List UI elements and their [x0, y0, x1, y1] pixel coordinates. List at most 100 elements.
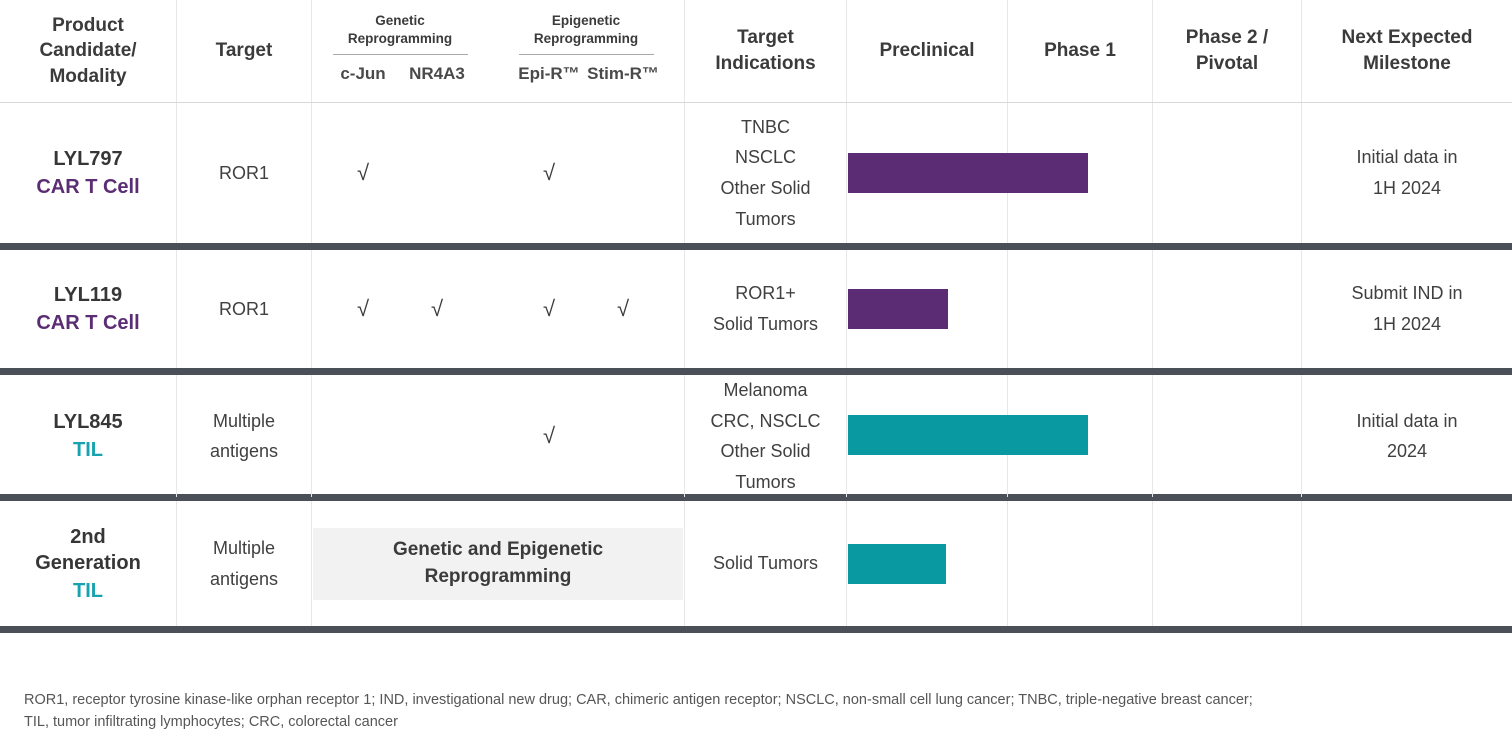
milestone-cell: Initial data in 2024: [1302, 375, 1512, 497]
indications-cell: ROR1+ Solid Tumors: [685, 250, 847, 368]
header-phase1-label: Phase 1: [1044, 40, 1116, 62]
phase2-cell: [1153, 250, 1302, 368]
product-name: LYL119: [53, 284, 123, 306]
subcol-epi-r: Epi-R™: [518, 64, 580, 84]
header-reprogramming-group: Genetic Reprogramming c-Jun NR4A3 Epigen…: [312, 0, 685, 102]
reprogramming-note-cell: Genetic and Epigenetic Reprogramming: [312, 501, 685, 626]
target-cell: ROR1: [177, 250, 312, 368]
header-phase2-label: Phase 2 / Pivotal: [1185, 27, 1269, 74]
phase2-cell: [1153, 375, 1302, 498]
target-cell: Multiple antigens: [177, 375, 312, 498]
pipeline-table: Product Candidate/ Modality Target Genet…: [0, 0, 1512, 633]
header-phase2: Phase 2 / Pivotal: [1153, 0, 1302, 102]
header-milestone-label: Next Expected Milestone: [1341, 27, 1473, 74]
epigenetic-subcolumns: Epi-R™ Stim-R™: [512, 64, 660, 84]
target-cell: ROR1: [177, 103, 312, 243]
phase2-cell: [1153, 103, 1302, 243]
subcol-nr4a3: NR4A3: [409, 64, 465, 84]
genetic-checks: √: [326, 160, 474, 186]
epigenetic-underline: [518, 54, 654, 56]
indications-cell: TNBC NSCLC Other Solid Tumors: [685, 103, 847, 243]
product-modality: CAR T Cell: [36, 176, 140, 198]
check-stim-r: [586, 160, 660, 186]
check-epi-r: √: [542, 423, 556, 449]
indications-cell: Melanoma CRC, NSCLC Other Solid Tumors: [685, 375, 847, 498]
pipeline-row-2nd-gen-til: 2nd Generation TIL Multiple antigens Gen…: [0, 501, 1512, 633]
progress-bar: [848, 289, 948, 329]
progress-bar: [848, 414, 1088, 455]
indications-value: TNBC NSCLC Other Solid Tumors: [720, 116, 811, 229]
indications-cell: Solid Tumors: [685, 501, 847, 626]
pipeline-row-lyl119: LYL119 CAR T Cell ROR1 √ √ √ √ ROR1+ Sol…: [0, 250, 1512, 375]
check-stim-r: √: [616, 296, 630, 321]
product-name: LYL797: [53, 148, 123, 170]
product-name: 2nd Generation: [35, 525, 141, 574]
epigenetic-reprogramming-label: Epigenetic Reprogramming: [533, 13, 639, 46]
genetic-underline: [332, 54, 468, 56]
target-value: ROR1: [218, 298, 269, 319]
preclinical-cell: [847, 250, 1008, 368]
genetic-checks: √ √: [326, 296, 474, 322]
pipeline-row-lyl797: LYL797 CAR T Cell ROR1 √ √ TNBC NSCLC Ot…: [0, 103, 1512, 250]
header-preclinical-label: Preclinical: [879, 40, 975, 62]
milestone-value: Initial data in 1H 2024: [1356, 147, 1458, 198]
phase1-cell: [1008, 375, 1153, 498]
genetic-reprogramming-label: Genetic Reprogramming: [347, 13, 453, 46]
milestone-cell: Initial data in 1H 2024: [1302, 103, 1512, 243]
header-milestone: Next Expected Milestone: [1302, 0, 1512, 102]
product-cell: 2nd Generation TIL: [0, 501, 177, 626]
header-target: Target: [177, 0, 312, 102]
check-stim-r: [586, 423, 660, 449]
header-product-label: Product Candidate/ Modality: [39, 14, 137, 87]
check-c-jun: √: [356, 160, 370, 185]
product-modality: TIL: [73, 439, 103, 462]
target-value: ROR1: [218, 162, 269, 183]
milestone-value: Initial data in 2024: [1356, 410, 1458, 462]
header-phase1: Phase 1: [1008, 0, 1153, 102]
header-preclinical: Preclinical: [847, 0, 1008, 102]
phase1-cell: [1008, 250, 1153, 368]
indications-value: Melanoma CRC, NSCLC Other Solid Tumors: [710, 380, 821, 492]
reprogramming-note-box: Genetic and Epigenetic Reprogramming: [313, 527, 683, 600]
check-c-jun: √: [356, 296, 370, 321]
abbreviations-footnote: ROR1, receptor tyrosine kinase-like orph…: [24, 692, 1253, 731]
reprogramming-checks-cell: √: [312, 375, 685, 498]
product-cell: LYL845 TIL: [0, 375, 177, 498]
header-target-indications: Target Indications: [685, 0, 847, 102]
check-nr4a3: [400, 160, 474, 186]
milestone-cell: [1302, 501, 1512, 626]
check-epi-r: √: [542, 160, 556, 185]
product-name: LYL845: [53, 411, 123, 434]
indications-value: Solid Tumors: [712, 553, 819, 574]
product-cell: LYL119 CAR T Cell: [0, 250, 177, 368]
pipeline-row-lyl845: LYL845 TIL Multiple antigens √ Melanoma …: [0, 375, 1512, 501]
epigenetic-checks: √: [512, 160, 660, 186]
phase2-cell: [1153, 501, 1302, 626]
header-epigenetic-group: Epigenetic Reprogramming Epi-R™ Stim-R™: [512, 12, 660, 84]
target-value: Multiple antigens: [209, 537, 279, 589]
preclinical-cell: [847, 501, 1008, 626]
header-genetic-group: Genetic Reprogramming c-Jun NR4A3: [326, 12, 474, 84]
table-header-row: Product Candidate/ Modality Target Genet…: [0, 0, 1512, 103]
milestone-value: Submit IND in 1H 2024: [1351, 283, 1463, 334]
phase1-cell: [1008, 501, 1153, 626]
check-nr4a3: √: [430, 296, 444, 321]
check-epi-r: √: [542, 296, 556, 321]
product-modality: TIL: [73, 579, 103, 602]
phase1-cell: [1008, 103, 1153, 243]
product-cell: LYL797 CAR T Cell: [0, 103, 177, 243]
header-target-label: Target: [215, 40, 273, 62]
progress-bar: [848, 153, 1088, 193]
subcol-stim-r: Stim-R™: [587, 64, 659, 84]
genetic-subcolumns: c-Jun NR4A3: [326, 64, 474, 84]
product-modality: CAR T Cell: [36, 312, 140, 334]
indications-value: ROR1+ Solid Tumors: [712, 283, 819, 334]
reprogramming-checks-cell: √ √: [312, 103, 685, 243]
subcol-c-jun: c-Jun: [340, 64, 386, 84]
reprogramming-checks-cell: √ √ √ √: [312, 250, 685, 368]
milestone-cell: Submit IND in 1H 2024: [1302, 250, 1512, 368]
header-indications-label: Target Indications: [715, 27, 816, 74]
epigenetic-checks: √ √: [512, 296, 660, 322]
progress-bar: [848, 543, 946, 584]
target-cell: Multiple antigens: [177, 501, 312, 626]
